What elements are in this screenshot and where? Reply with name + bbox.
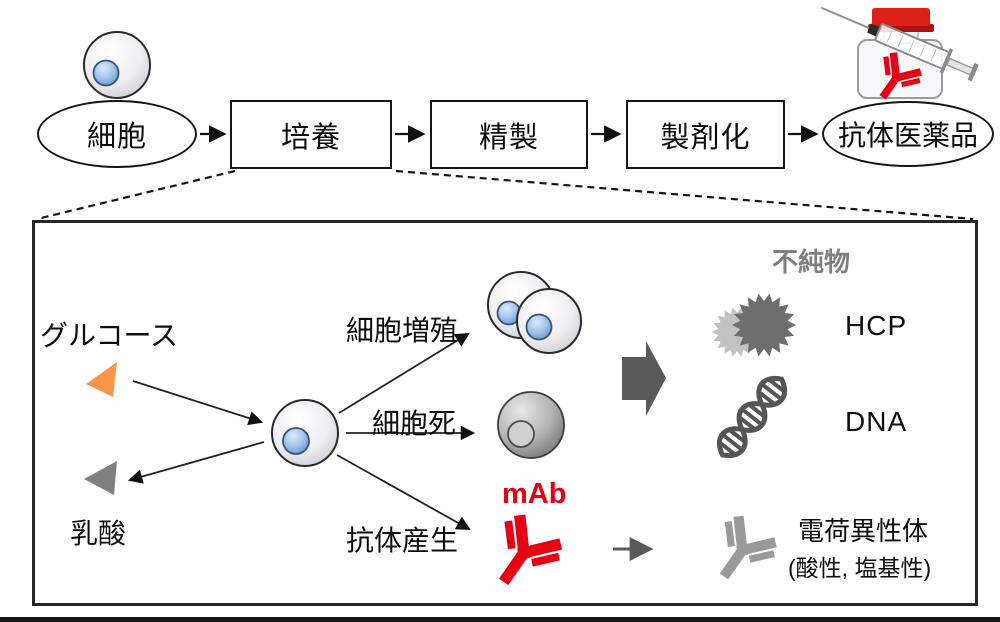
flow-node-culture-label: 培養 <box>280 121 341 154</box>
glucose-label: グルコース <box>40 320 179 351</box>
dna-label: DNA <box>845 406 908 437</box>
lactate-label: 乳酸 <box>70 518 127 549</box>
vial-syringe-icon <box>820 6 979 105</box>
variant-subtitle: (酸性, 塩基性) <box>788 555 932 581</box>
flow-node-purification: 精製 <box>430 100 588 169</box>
flow-node-product-label: 抗体医薬品 <box>837 120 978 151</box>
mab-label: mAb <box>502 478 567 510</box>
expansion-dashed-lines <box>36 169 974 221</box>
flow-node-formulation: 製剤化 <box>626 100 785 169</box>
variant-title: 電荷異性体 <box>798 516 929 546</box>
flow-node-cell-label: 細胞 <box>86 121 147 153</box>
proliferation-label: 細胞増殖 <box>346 315 459 346</box>
flow-node-formulation-label: 製剤化 <box>660 121 751 154</box>
antibody-in-vial-icon <box>869 54 921 105</box>
cell-icon <box>83 31 151 99</box>
death-label: 細胞死 <box>372 408 457 439</box>
bottom-edge-strip <box>0 617 1000 622</box>
flow-node-purification-label: 精製 <box>478 121 539 154</box>
hcp-label: HCP <box>845 310 908 341</box>
syringe-icon <box>820 6 979 82</box>
production-label: 抗体産生 <box>346 525 459 556</box>
flow-node-product: 抗体医薬品 <box>822 101 994 167</box>
impurities-title: 不純物 <box>772 247 851 277</box>
flow-node-cell: 細胞 <box>37 100 197 168</box>
flow-node-culture: 培養 <box>230 100 392 169</box>
